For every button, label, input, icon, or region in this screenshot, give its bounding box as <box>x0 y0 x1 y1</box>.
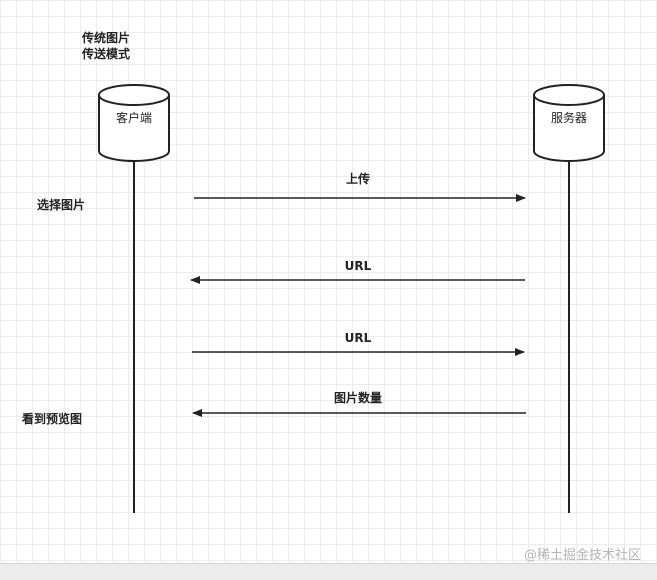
server-label: 服务器 <box>550 111 587 125</box>
watermark: @稀土掘金技术社区 <box>523 548 641 563</box>
upload-message-label: 上传 <box>345 172 370 186</box>
diagram-title: 传统图片 传送模式 <box>82 30 130 62</box>
view-preview-note: 看到预览图 <box>22 412 83 426</box>
server-database-icon <box>533 84 605 162</box>
bottom-scrollbar[interactable] <box>0 563 657 580</box>
diagram-title-line-2: 传送模式 <box>82 47 131 61</box>
url-response-message-label: URL <box>344 259 372 273</box>
client-label: 客户端 <box>115 111 152 125</box>
url-request-message-label: URL <box>344 331 372 345</box>
select-image-note: 选择图片 <box>37 198 86 212</box>
diagram-title-line-1: 传统图片 <box>82 31 131 45</box>
client-database-icon <box>98 84 170 162</box>
image-count-message-label: 图片数量 <box>333 391 382 405</box>
